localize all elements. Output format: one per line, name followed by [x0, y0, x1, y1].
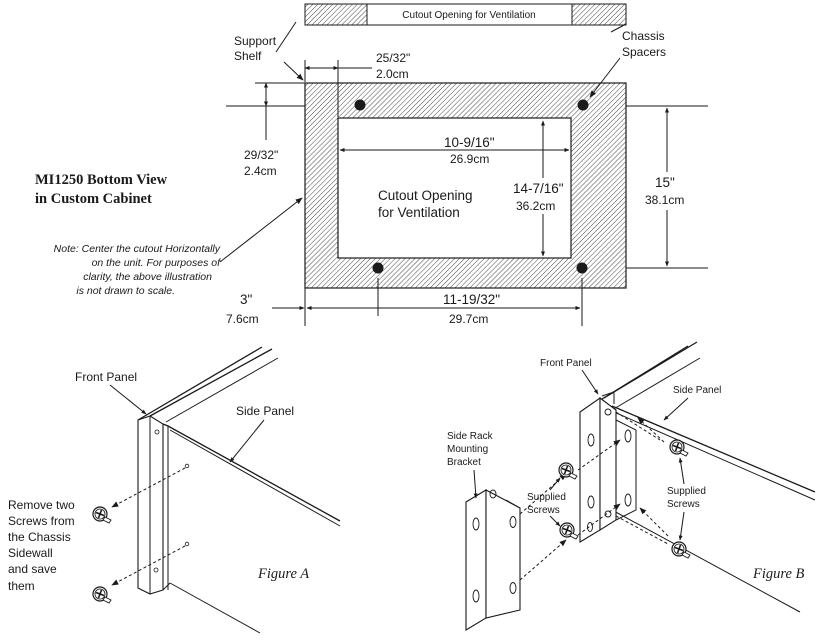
bracket-label: Bracket: [447, 457, 481, 468]
screw-icon: [559, 522, 579, 540]
supplied-screws-right-label: Screws: [667, 499, 700, 510]
bracket-label: Side Rack: [447, 431, 494, 442]
remove-screws-label: Sidewall: [8, 546, 53, 560]
top-cutout-bar-left-hatch: [304, 3, 368, 26]
screw-icon: [92, 506, 112, 524]
bottom-view-diagram: Cutout Opening for Ventilation Support S…: [35, 3, 708, 326]
figure-a: Front Panel Side Panel Remove two Screws…: [8, 346, 341, 634]
figure-b-caption: Figure B: [752, 566, 805, 582]
dim-width-in: 10-9/16": [444, 135, 495, 150]
top-cutout-label: Cutout Opening for Ventilation: [402, 10, 535, 21]
diagram-title: MI1250 Bottom View: [35, 172, 168, 188]
dim-height-cm: 36.2cm: [516, 199, 555, 213]
screw-hole: [184, 463, 190, 469]
top-cutout-bar-center: [366, 3, 573, 26]
screw-icon: [669, 439, 689, 457]
chassis-spacers-label: Chassis: [622, 29, 665, 43]
support-shelf-label: Shelf: [234, 49, 262, 63]
dim-left-cm: 7.6cm: [226, 312, 259, 326]
dim-vert-in: 29/32": [244, 148, 278, 162]
dim-depth-cm: 38.1cm: [645, 193, 684, 207]
remove-screws-label: them: [8, 579, 35, 593]
side-panel-label-b: Side Panel: [673, 385, 721, 396]
remove-screws-label: the Chassis: [8, 530, 71, 544]
top-cutout-bar-right-hatch: [571, 3, 627, 26]
chassis-spacer-dot: [577, 99, 589, 111]
bracket-label: Mounting: [447, 444, 488, 455]
screw-icon: [558, 462, 578, 480]
screw-icon: [671, 541, 691, 559]
front-panel-label: Front Panel: [75, 370, 137, 384]
support-shelf-leader: [283, 61, 304, 81]
dim-shelf-cm: 2.0cm: [376, 67, 409, 81]
diagram-title: in Custom Cabinet: [35, 191, 152, 207]
dim-depth-in: 15": [655, 175, 675, 190]
note-text: Note: Center the cutout Horizontally: [54, 243, 221, 255]
removal-arrow: [111, 545, 186, 586]
note-text: on the unit. For purposes of: [92, 257, 221, 269]
chassis-spacers-label: Spacers: [622, 45, 666, 59]
note-text: clarity, the above illustration: [83, 271, 212, 283]
chassis-spacer-dot: [372, 262, 384, 274]
figure-a-caption: Figure A: [257, 566, 309, 582]
dim-width-cm: 26.9cm: [450, 152, 489, 166]
supplied-screws-right-label: Supplied: [667, 486, 706, 497]
support-shelf-label: Support: [234, 34, 277, 48]
cutout-opening-label: Cutout Opening: [378, 188, 473, 203]
side-rack-bracket-flange: [485, 489, 521, 619]
remove-screws-label: Remove two: [8, 498, 75, 512]
figure-b: Front Panel Side Panel Side Rack Mountin…: [447, 341, 816, 631]
note-leader: [219, 197, 303, 263]
note-text: is not drawn to scale.: [76, 285, 175, 297]
mounted-bracket-flange: [599, 396, 617, 531]
support-shelf-leader: [275, 21, 297, 53]
chassis-spacer-dot: [354, 99, 366, 111]
chassis-spacers-leader: [610, 23, 627, 33]
dim-shelf-in: 25/32": [376, 51, 410, 65]
cutout-opening-label: for Ventilation: [378, 205, 460, 220]
supplied-screws-left-label: Screws: [527, 505, 560, 516]
remove-screws-label: and save: [8, 562, 57, 576]
side-rack-bracket: [465, 489, 487, 631]
dim-height-in: 14-7/16": [513, 181, 564, 196]
screw-hole: [184, 541, 190, 547]
chassis-spacer-dot: [576, 262, 588, 274]
dim-span-cm: 29.7cm: [449, 312, 488, 326]
side-panel-label: Side Panel: [236, 404, 294, 418]
dim-vert-cm: 2.4cm: [244, 164, 277, 178]
dim-span-in: 11-19/32": [443, 292, 500, 307]
chassis-spacers-leader: [589, 57, 621, 98]
removal-arrow: [111, 467, 186, 508]
screw-icon: [92, 586, 112, 604]
remove-screws-label: Screws from: [8, 514, 75, 528]
dim-left-in: 3": [240, 292, 253, 307]
front-panel-label-b: Front Panel: [540, 358, 592, 369]
supplied-screws-left-label: Supplied: [527, 492, 566, 503]
